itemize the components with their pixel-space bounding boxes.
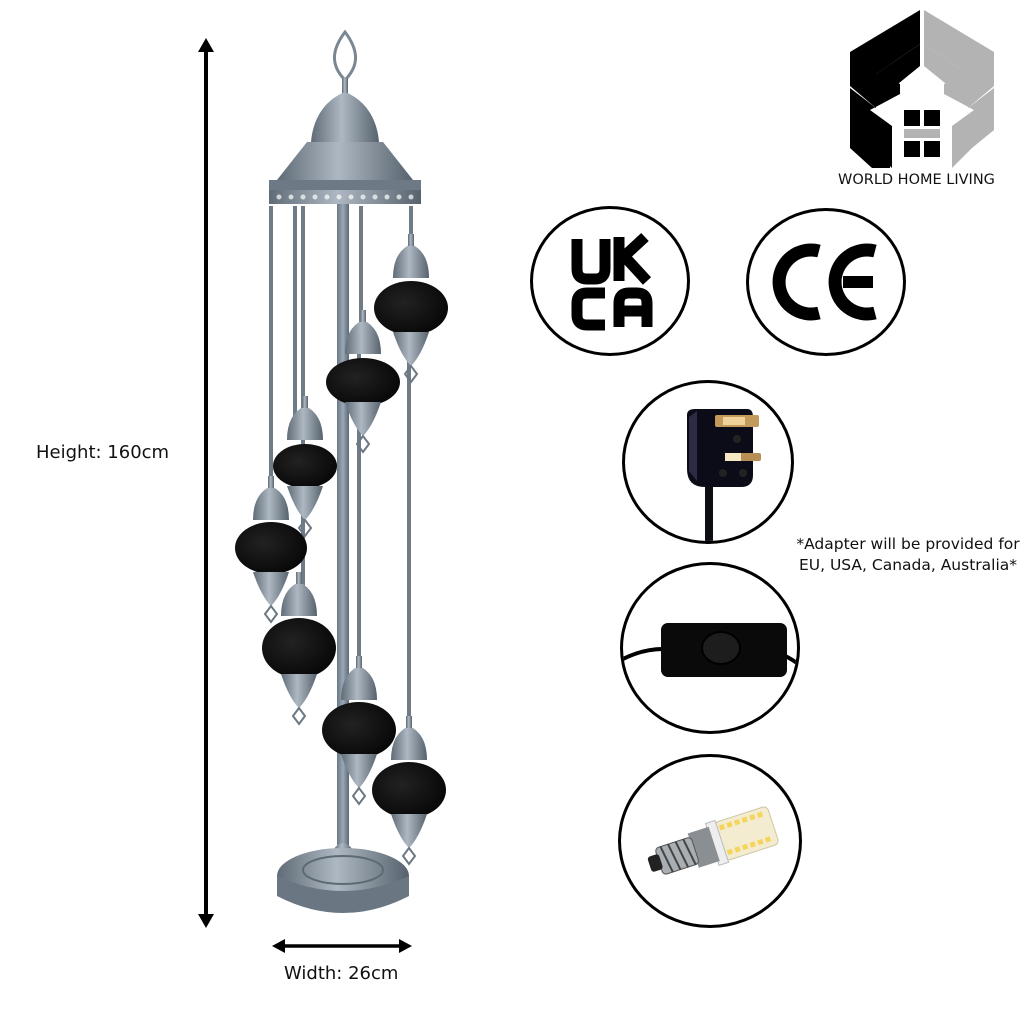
floor-lamp-image bbox=[225, 30, 465, 940]
plug-feature-circle bbox=[622, 380, 794, 544]
width-label: Width: 26cm bbox=[284, 963, 399, 984]
height-arrow bbox=[196, 38, 216, 928]
ce-badge bbox=[746, 208, 906, 356]
e14-led-bulb-icon bbox=[647, 806, 779, 875]
adapter-note-line1: *Adapter will be provided for bbox=[796, 535, 1020, 553]
adapter-note: *Adapter will be provided for EU, USA, C… bbox=[786, 534, 1024, 576]
inline-switch-icon bbox=[623, 623, 797, 677]
uk-plug-icon bbox=[687, 409, 761, 541]
ce-mark-icon bbox=[772, 243, 877, 321]
brand-name: WORLD HOME LIVING bbox=[838, 172, 995, 188]
bulb-feature-circle bbox=[618, 754, 802, 928]
ukca-mark-icon bbox=[571, 232, 653, 331]
ukca-badge bbox=[530, 206, 690, 356]
switch-feature-circle bbox=[620, 562, 800, 734]
adapter-note-line2: EU, USA, Canada, Australia* bbox=[798, 556, 1018, 574]
brand-logo bbox=[842, 8, 1002, 168]
house-hexagon-logo-icon bbox=[850, 10, 994, 168]
width-arrow bbox=[272, 938, 412, 954]
height-label: Height: 160cm bbox=[36, 442, 170, 463]
